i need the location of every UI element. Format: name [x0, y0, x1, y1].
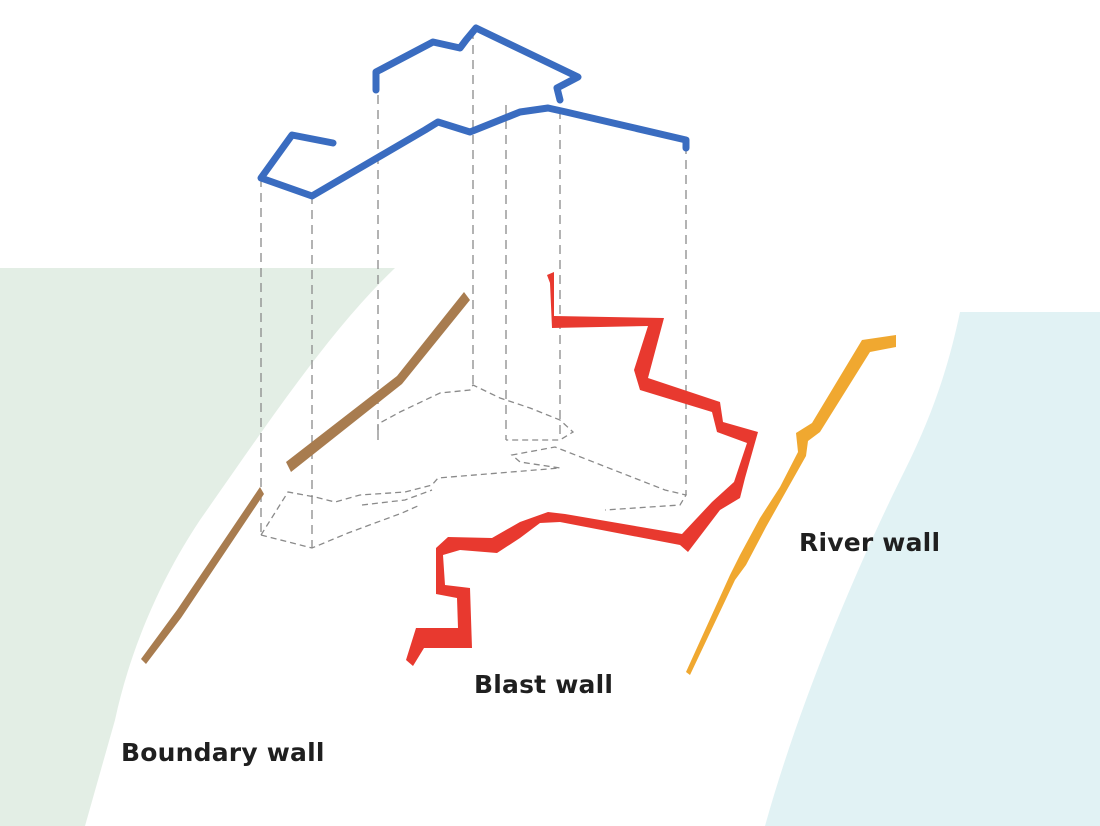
- footprint-lower: [260, 446, 688, 536]
- roof-lower-outline: [257, 104, 690, 200]
- river-wall-label: River wall: [799, 528, 941, 557]
- projection-lines: [260, 30, 687, 548]
- footprint-inner: [361, 489, 433, 506]
- river-water: [765, 312, 1100, 826]
- boundary-wall-label: Boundary wall: [121, 738, 325, 767]
- roof-upper-outline: [372, 24, 582, 104]
- building-footprint: [260, 384, 688, 549]
- roof-outline: [257, 24, 690, 200]
- boundary-wall-segment-upper: [286, 292, 470, 472]
- footprint-upper: [377, 384, 575, 441]
- green-area: [0, 268, 395, 826]
- blast-wall: [406, 272, 758, 666]
- footprint-base: [260, 504, 421, 549]
- boundary-wall-segment-lower: [141, 487, 264, 664]
- boundary-wall: [141, 292, 470, 664]
- blast-wall-label: Blast wall: [474, 670, 614, 699]
